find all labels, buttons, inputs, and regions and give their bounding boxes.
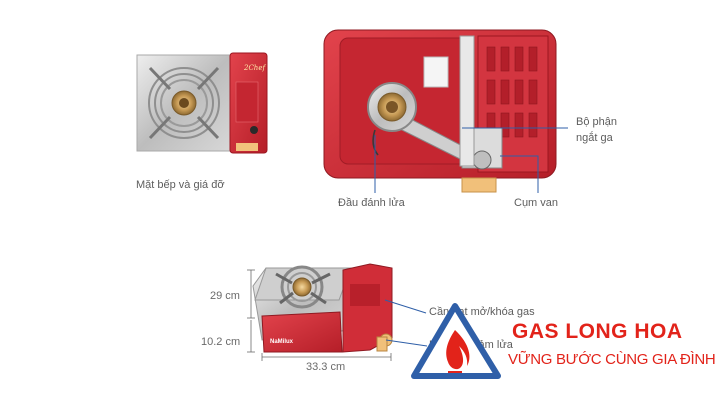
label-igniter: Đầu đánh lửa	[338, 197, 405, 209]
cooktop-top-view: 2Chef	[136, 52, 268, 154]
cooktop-badge-text: 2Chef	[243, 64, 266, 72]
label-flame-adjust: giảm lửa	[470, 339, 513, 351]
stove-interior-view	[323, 29, 557, 193]
stove-3d-view: NaMilux	[252, 263, 393, 353]
dimension-width: 33.3 cm	[306, 361, 346, 373]
brand-slogan: VỮNG BƯỚC CÙNG GIA ĐÌNH BẠN	[508, 351, 715, 368]
callout-lines	[374, 127, 568, 347]
label-valve: Cụm van	[514, 197, 559, 209]
dimension-height: 10.2 cm	[201, 336, 241, 348]
label-cutoff-line1: Bộ phận	[576, 116, 617, 128]
label-gas-lever: Cần gạt mở/khóa gas	[429, 306, 535, 318]
label-flame-prefix: N	[429, 339, 437, 351]
product-brand-print: NaMilux	[270, 339, 294, 345]
dimension-lines	[247, 269, 392, 361]
brand-name: GAS LONG HOA	[512, 320, 683, 343]
label-cutoff-line2: ngắt ga	[576, 132, 613, 144]
label-cooktop: Mặt bếp và giá đỡ	[136, 179, 225, 191]
dimension-depth: 29 cm	[210, 290, 240, 302]
